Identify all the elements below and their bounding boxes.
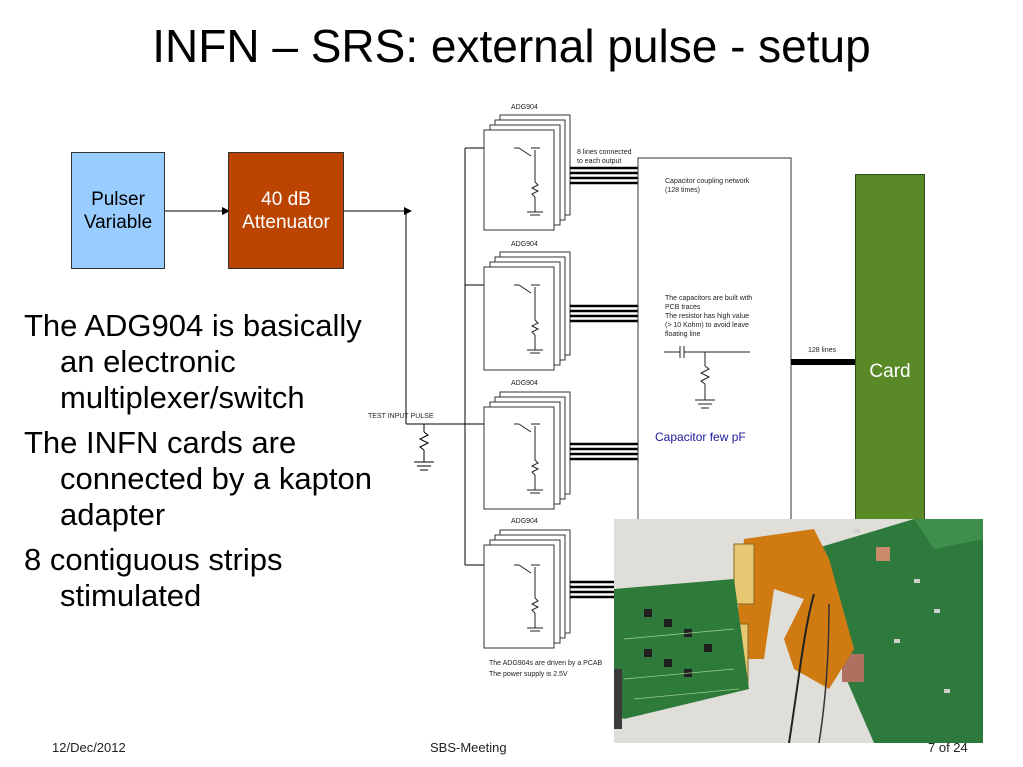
attenuator-box: 40 dB Attenuator	[228, 152, 344, 269]
adg904-label: ADG904	[511, 380, 538, 387]
adg904-stack-4	[483, 529, 571, 649]
bullet-list: The ADG904 is basically an electronic mu…	[24, 308, 404, 623]
hardware-photo	[614, 519, 983, 743]
pulser-label-line1: Pulser	[91, 188, 145, 210]
pulser-box: Pulser Variable	[71, 152, 165, 269]
test-input-label: TEST INPUT PULSE	[368, 413, 434, 420]
bullet-item: The INFN cards are connected by a kapton…	[24, 425, 372, 532]
adg904-stack-2	[483, 251, 571, 371]
pulser-label-line2: Variable	[83, 211, 153, 233]
capacitor-network-box	[637, 157, 792, 521]
capacitor-symbol	[664, 346, 750, 409]
footer-date: 12/Dec/2012	[52, 740, 126, 755]
footer-center: SBS-Meeting	[430, 740, 507, 755]
bullet-item: The ADG904 is basically an electronic mu…	[24, 308, 362, 415]
capacitor-network-note: Capacitor coupling network (128 times)	[665, 178, 750, 194]
attenuator-label-line2: Attenuator	[242, 211, 330, 233]
capacitor-few-label: Capacitor few pF	[655, 430, 746, 444]
adg904-stack-3	[483, 391, 571, 510]
bullet-item: 8 contiguous strips stimulated	[24, 542, 283, 613]
attenuator-label-line1: 40 dB	[261, 188, 311, 210]
card-box: Card	[855, 174, 925, 520]
card-label: Card	[869, 361, 911, 382]
adg904-label: ADG904	[511, 241, 538, 248]
capacitor-description: The capacitors are built with PCB traces…	[665, 295, 753, 338]
adg904-stack-1	[483, 114, 571, 231]
drive-note: The ADG904s are driven by a PCAB The pow…	[489, 660, 603, 678]
footer-page-number: 7 of 24	[928, 740, 968, 755]
128-lines-label: 128 lines	[808, 347, 837, 354]
slide-title: INFN – SRS: external pulse - setup	[152, 20, 871, 72]
lines-note: 8 lines connected to each output	[577, 149, 632, 165]
adg904-label: ADG904	[511, 104, 538, 111]
adg904-label: ADG904	[511, 518, 538, 525]
